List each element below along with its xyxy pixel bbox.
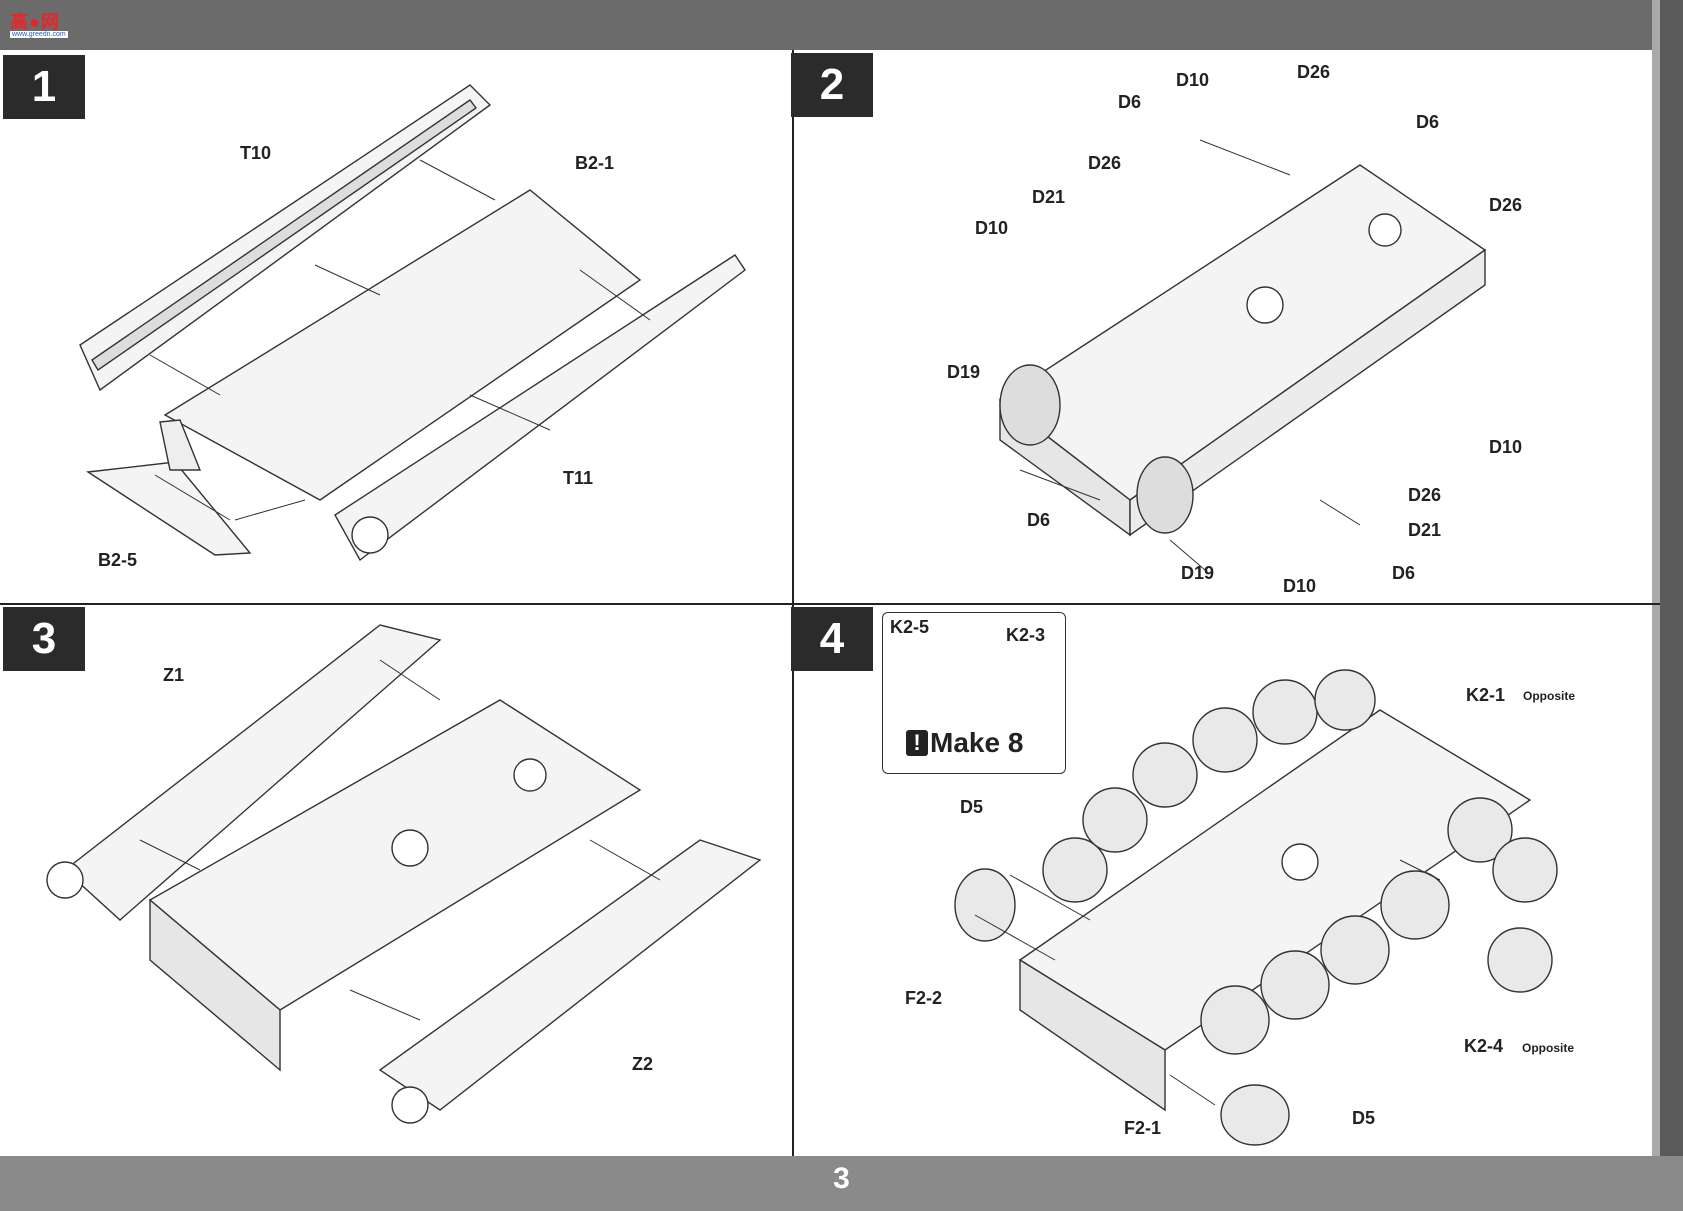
part-label-b2-5: B2-5 bbox=[98, 550, 138, 570]
part-label-d26-left: D26 bbox=[1088, 153, 1122, 173]
part-label-d6-left: D6 bbox=[1027, 510, 1051, 530]
bottom-bar bbox=[0, 1156, 1683, 1211]
step2-hull bbox=[998, 164, 1487, 537]
part-label-d6-right: D6 bbox=[1416, 112, 1440, 132]
part-label-d26-bottom: D26 bbox=[1408, 485, 1442, 505]
page-spine-edge bbox=[1652, 0, 1660, 1211]
part-label-k2-3: K2-3 bbox=[1006, 625, 1046, 645]
part-label-d6-bottom: D6 bbox=[1392, 563, 1416, 583]
exclamation-icon: ! bbox=[906, 730, 928, 756]
part-note-k2-1-opposite: Opposite bbox=[1523, 689, 1576, 703]
logo-text: 高●网 bbox=[10, 12, 60, 32]
part-label-d5-top: D5 bbox=[960, 797, 984, 817]
part-label-d19-left: D19 bbox=[947, 362, 981, 382]
part-label-t10: T10 bbox=[240, 143, 272, 163]
part-label-d26-right: D26 bbox=[1489, 195, 1523, 215]
panel-divider-horizontal bbox=[0, 603, 1660, 605]
part-label-d10-bottom: D10 bbox=[1283, 576, 1317, 596]
part-label-k2-1: K2-1 bbox=[1466, 685, 1506, 705]
part-label-d21-bottom: D21 bbox=[1408, 520, 1442, 540]
step3-hull bbox=[148, 699, 642, 1072]
part-label-d5-bottom: D5 bbox=[1352, 1108, 1376, 1128]
part-label-d21-left: D21 bbox=[1032, 187, 1066, 207]
step3-left-side-plate bbox=[46, 624, 442, 921]
step1-floor-plate bbox=[163, 189, 642, 501]
step3-right-side-plate bbox=[378, 839, 762, 1124]
part-label-t11: T11 bbox=[563, 468, 594, 488]
part-label-z1: Z1 bbox=[163, 665, 185, 685]
part-label-b2-1: B2-1 bbox=[575, 153, 615, 173]
part-label-f2-2: F2-2 bbox=[905, 988, 943, 1008]
part-note-k2-4-opposite: Opposite bbox=[1522, 1041, 1575, 1055]
part-label-d10-left: D10 bbox=[975, 218, 1009, 238]
step-number-3: 3 bbox=[3, 607, 85, 671]
part-label-z2: Z2 bbox=[632, 1054, 654, 1074]
logo-url: www.greedn.com bbox=[10, 31, 68, 38]
step4-hull bbox=[1018, 709, 1532, 1112]
step-number-1: 1 bbox=[3, 55, 85, 119]
step4-drive-sprocket bbox=[954, 868, 1290, 1146]
step1-left-side-plate bbox=[79, 84, 492, 392]
make-quantity-text: Make 8 bbox=[930, 727, 1024, 758]
site-logo: 高●网 www.greedn.com bbox=[6, 6, 68, 42]
part-label-d6-top: D6 bbox=[1118, 92, 1142, 112]
page-spine bbox=[1660, 0, 1683, 1211]
step-number-2: 2 bbox=[791, 53, 873, 117]
part-label-k2-5: K2-5 bbox=[890, 617, 930, 637]
page-number: 3 bbox=[833, 1162, 850, 1195]
make-quantity-note: !Make 8 bbox=[906, 727, 1023, 759]
part-label-d19-bottom: D19 bbox=[1181, 563, 1215, 583]
step4-road-wheels bbox=[1042, 669, 1558, 1055]
part-label-d10-top: D10 bbox=[1176, 70, 1210, 90]
part-label-d10-right: D10 bbox=[1489, 437, 1523, 457]
part-label-d26-top: D26 bbox=[1297, 62, 1331, 82]
part-label-f2-1: F2-1 bbox=[1124, 1118, 1162, 1138]
step1-right-side-plate bbox=[334, 254, 746, 562]
top-bar: 高●网 www.greedn.com bbox=[0, 0, 1683, 50]
step-number-4: 4 bbox=[791, 607, 873, 671]
step1-front-plate bbox=[85, 419, 252, 556]
part-label-k2-4: K2-4 bbox=[1464, 1036, 1504, 1056]
